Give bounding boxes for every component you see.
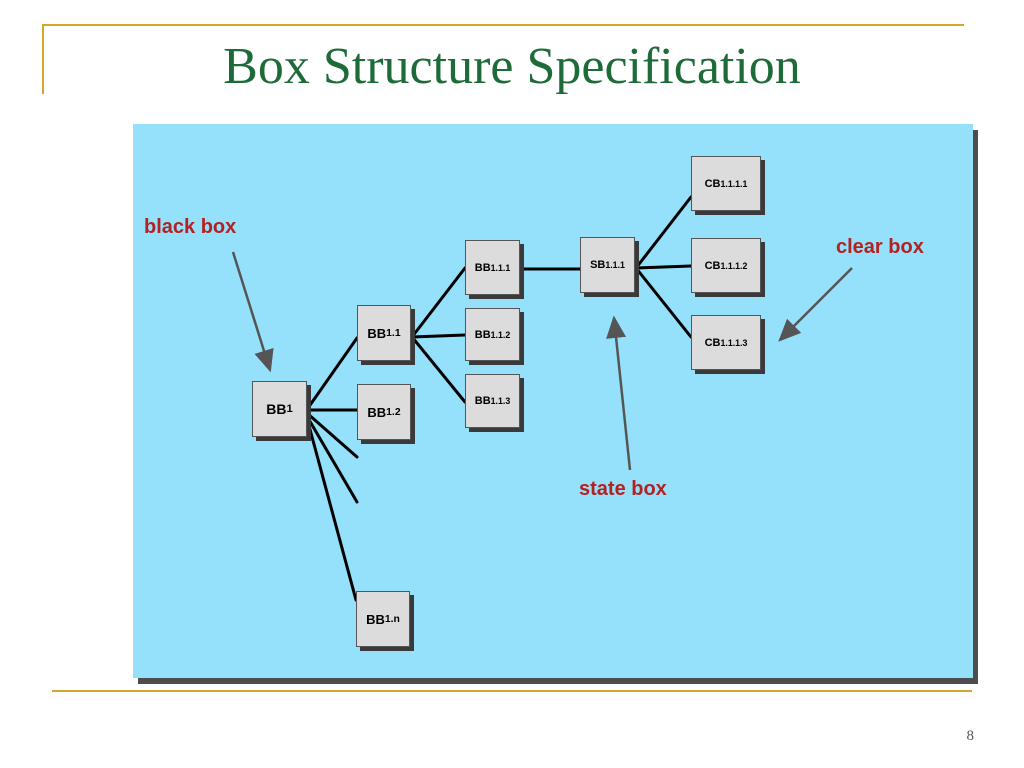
page-number: 8 [966, 728, 975, 744]
edge-bb11-bb111 [410, 266, 467, 339]
node-subscript: 1 [286, 403, 293, 415]
state-box-callout: state box [579, 478, 667, 500]
node-label: CB [704, 177, 721, 190]
node-label: CB [704, 336, 721, 349]
node-label: BB [367, 404, 387, 420]
node-subscript: 1.2 [386, 406, 401, 418]
node-label: BB [474, 395, 491, 407]
node-label: BB [367, 325, 387, 341]
node-label: BB [474, 328, 491, 341]
top-rule [42, 24, 964, 26]
node-label: CB [704, 259, 721, 272]
node-subscript: 1.1 [386, 327, 401, 339]
edge-sb111-cb1112 [634, 264, 693, 270]
black-box-callout: black box [144, 216, 237, 238]
left-rule [42, 24, 44, 94]
edge-sb111-cb1111 [634, 195, 693, 270]
node-label: BB [266, 401, 287, 417]
bottom-rule [52, 690, 972, 692]
node-subscript: 1.1.3 [490, 396, 511, 406]
node-subscript: 1.1.1.3 [720, 337, 748, 348]
node-subscript: 1.n [384, 613, 400, 625]
edge-bb1-bb11 [306, 336, 359, 410]
edge-bb11-bb113 [410, 335, 467, 404]
edge-sb111-cb1113 [634, 266, 693, 339]
node-subscript: 1.1.1.1 [720, 178, 748, 189]
edge-bb1-stub-2 [306, 416, 359, 504]
state-box-arrow [606, 315, 632, 471]
node-subscript: 1.1.1 [605, 260, 625, 270]
node-label: BB [366, 611, 385, 627]
black-box-arrow [231, 251, 274, 373]
edge-bb1-bb1n [306, 420, 358, 602]
clear-box-arrow [778, 267, 853, 342]
clear-box-callout: clear box [836, 236, 924, 258]
edge-bb11-bb112 [410, 333, 467, 339]
node-subscript: 1.1.1.2 [720, 260, 748, 271]
node-label: SB [590, 259, 606, 271]
node-subscript: 1.1.2 [490, 329, 511, 340]
node-subscript: 1.1.1 [490, 262, 511, 273]
slide-title: Box Structure Specification [223, 38, 801, 95]
edge-bb1-stub-1 [306, 412, 359, 459]
node-label: BB [474, 261, 491, 274]
